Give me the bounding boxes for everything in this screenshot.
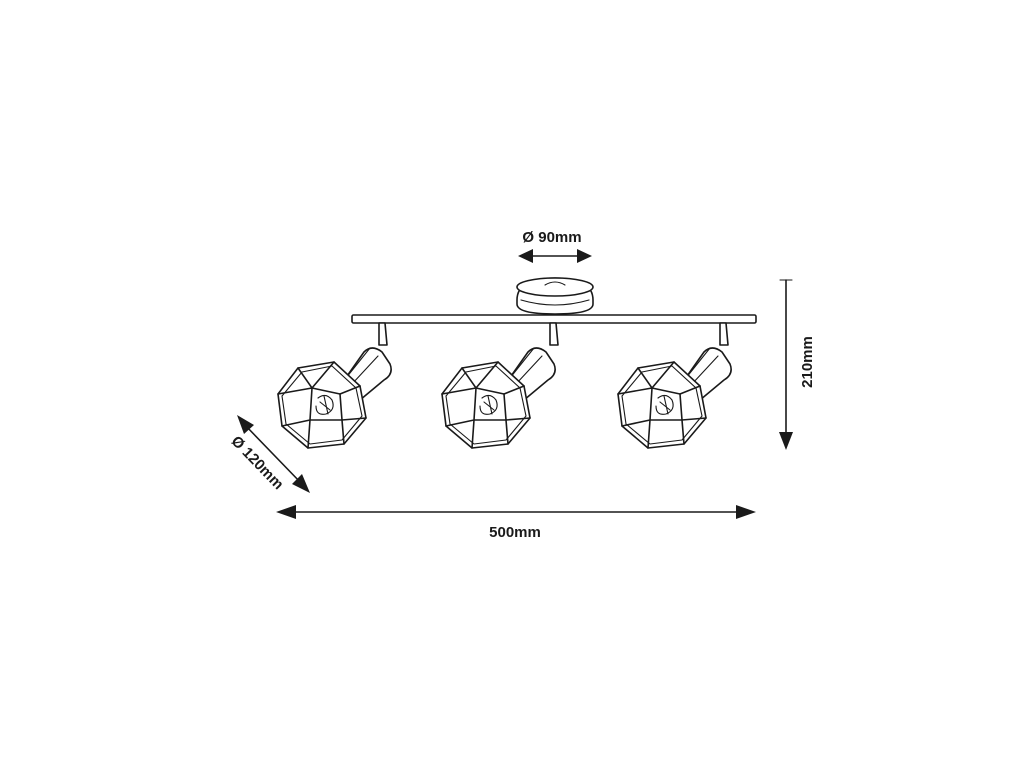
mounting-bar [351,314,757,324]
shade-diameter-label: Ø 120mm [228,433,287,493]
dimension-width: 500mm [276,505,756,541]
height-label: 210mm [799,336,816,388]
spot-stem [719,322,729,346]
dimension-base-diameter: Ø 90mm [518,229,592,263]
dimension-height: 210mm [779,279,816,450]
spotlight-left [277,347,392,449]
spot-stem [378,322,388,346]
spotlight-right [617,347,732,449]
spot-stem [549,322,559,346]
base-diameter-label: Ø 90mm [522,229,581,246]
ceiling-base [516,277,594,315]
width-label: 500mm [489,524,541,541]
spotlight-middle [441,347,556,449]
